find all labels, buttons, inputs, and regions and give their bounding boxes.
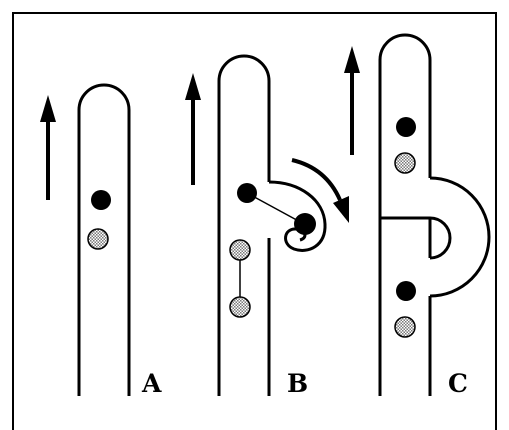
- panel-c-arrow: [344, 46, 360, 155]
- panel-b-light-dot-lower: [229, 296, 251, 318]
- panel-c-inner-loop: [429, 216, 452, 260]
- panel-a: A: [40, 83, 162, 398]
- panel-a-light-dot: [87, 228, 109, 250]
- panel-b-dark-dot-bulge: [294, 213, 316, 235]
- panel-b-tether: [246, 192, 305, 225]
- panel-b-arrow: [185, 73, 201, 185]
- panel-a-dark-dot: [91, 190, 111, 210]
- panel-b-bulge: [268, 180, 327, 252]
- panel-a-arrow: [40, 95, 56, 200]
- panel-a-label: A: [141, 369, 162, 398]
- panel-b: B: [185, 54, 349, 398]
- panel-c-tube: [378, 33, 432, 396]
- panel-b-dark-dot-upper: [237, 183, 257, 203]
- frame-border: [12, 12, 497, 430]
- panel-c: C: [344, 33, 491, 398]
- panel-c-dark-dot-upper: [396, 117, 416, 137]
- panel-c-light-dot-upper: [394, 152, 416, 174]
- panel-b-label: B: [287, 369, 308, 398]
- panel-c-outer-loop: [429, 176, 491, 298]
- panel-b-tube-left: [217, 54, 271, 396]
- panel-c-label: C: [448, 369, 468, 398]
- panel-c-dark-dot-lower: [396, 281, 416, 301]
- panel-c-light-dot-lower: [394, 316, 416, 338]
- panel-b-curved-arrow: [291, 158, 349, 223]
- panel-a-tube: [77, 83, 131, 396]
- panel-b-light-dot-upper: [229, 239, 251, 261]
